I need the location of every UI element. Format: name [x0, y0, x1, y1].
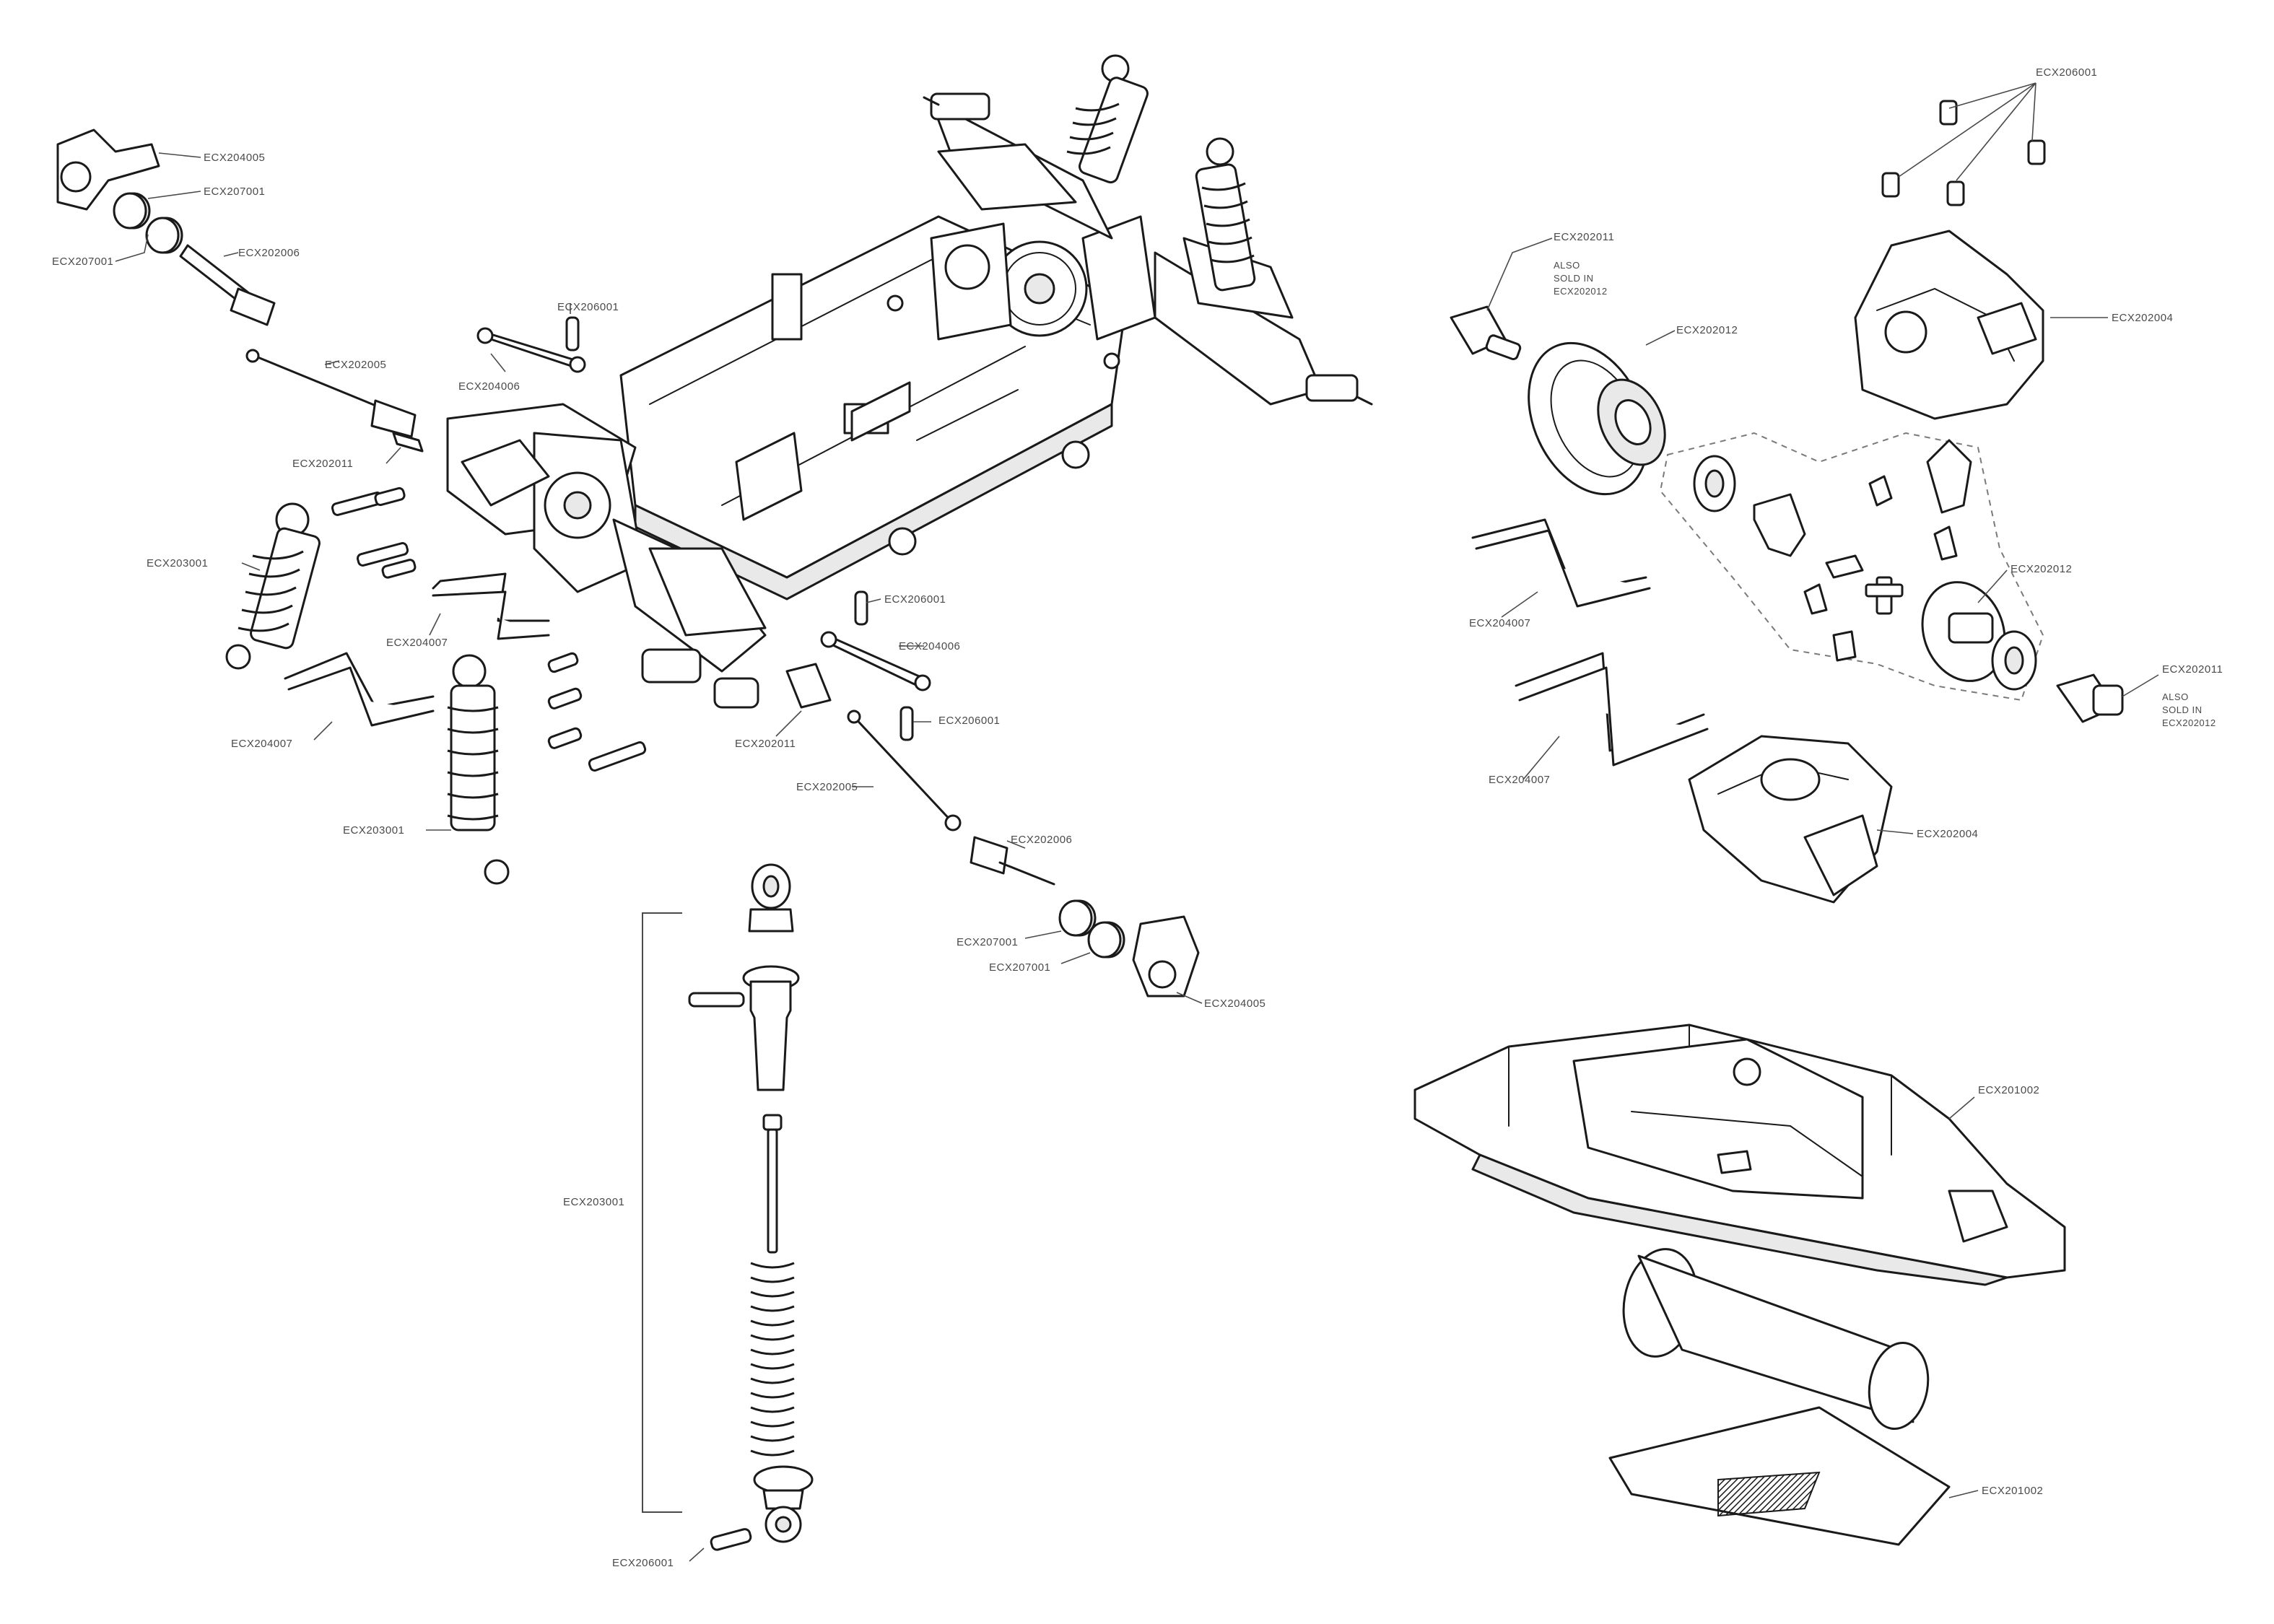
label-ecx202012-b: ECX202012 — [2011, 563, 2072, 575]
rear-gearbox-assembly — [930, 215, 1156, 341]
label-ecx202005-b: ECX202005 — [796, 781, 858, 793]
leader-lines — [115, 152, 2159, 1562]
diff-cover-upper — [1854, 230, 2044, 420]
label-ecx202004-a: ECX202004 — [2112, 312, 2173, 324]
label-ecx202011-d-note1: ALSO — [2162, 691, 2189, 702]
diff-internals-group — [1659, 432, 2044, 702]
label-ecx202012-a: ECX202012 — [1676, 324, 1738, 336]
rear-driveshaft-right — [785, 663, 1200, 997]
label-ecx204005-a: ECX204005 — [204, 152, 265, 164]
ring-gear — [1528, 341, 1666, 496]
label-ecx203001-b: ECX203001 — [343, 824, 404, 837]
outdrive-top — [1450, 305, 1522, 361]
label-ecx202011-d-note2: SOLD IN — [2162, 704, 2203, 715]
front-shock-left-lower — [447, 654, 510, 885]
rear-shock-right — [1195, 137, 1256, 292]
front-left-hub-group — [56, 128, 276, 326]
front-driveshaft-left — [245, 349, 424, 453]
turnbuckle-links — [476, 327, 931, 691]
part-labels: ECX204005 ECX207001 ECX207001 ECX202006 … — [52, 66, 2223, 1569]
label-ecx202011-b: ECX202011 — [735, 738, 796, 750]
label-ecx204007-d: ECX204007 — [1489, 774, 1550, 786]
label-ecx207001-a: ECX207001 — [204, 185, 265, 198]
label-ecx206001-a: ECX206001 — [557, 301, 619, 313]
exploded-shock — [642, 863, 814, 1551]
label-ecx202011-d: ECX202011 — [2162, 663, 2223, 676]
sway-bar-left-lower — [284, 652, 435, 727]
sway-bar-right-lower — [1515, 652, 1709, 767]
label-ecx202011-c: ECX202011 — [1554, 231, 1614, 243]
diff-screws — [1881, 82, 2046, 206]
label-ecx202011-c-note1: ALSO — [1554, 260, 1580, 271]
front-bulkhead-assembly — [446, 403, 767, 709]
label-ecx202006-a: ECX202006 — [238, 247, 300, 259]
label-ecx201002-b: ECX201002 — [1982, 1485, 2043, 1497]
label-ecx206001-b: ECX206001 — [884, 593, 946, 606]
sway-bar-right-upper — [1471, 518, 1651, 608]
label-ecx204005-b: ECX204005 — [1204, 997, 1265, 1010]
label-ecx202011-a: ECX202011 — [292, 458, 353, 470]
label-ecx203001-c: ECX203001 — [563, 1196, 624, 1208]
label-ecx207001-d: ECX207001 — [989, 961, 1050, 974]
main-chassis-assembly — [446, 54, 1373, 709]
lower-chassis-plate — [1413, 1023, 2066, 1286]
label-ecx202004-b: ECX202004 — [1917, 828, 1978, 840]
sway-bar-left-upper — [432, 572, 550, 640]
label-ecx203001-a: ECX203001 — [147, 557, 208, 569]
outdrive-lower-right — [2056, 673, 2124, 723]
label-ecx202006-b: ECX202006 — [1011, 834, 1072, 846]
diff-case-lower — [1688, 735, 1893, 904]
battery-tube — [1622, 1248, 1930, 1430]
label-ecx206001-c: ECX206001 — [938, 715, 1000, 727]
label-ecx204006-a: ECX204006 — [458, 380, 520, 393]
label-ecx207001-b: ECX207001 — [52, 256, 113, 268]
label-ecx204007-c: ECX204007 — [1469, 617, 1530, 629]
label-ecx202011-c-note2: SOLD IN — [1554, 273, 1594, 284]
label-ecx206001-e: ECX206001 — [2036, 66, 2097, 79]
rear-shock-left — [1066, 54, 1149, 184]
label-ecx206001-d: ECX206001 — [612, 1557, 674, 1569]
front-shock-left-upper — [225, 502, 321, 670]
battery-tray-plate — [1608, 1406, 1951, 1546]
label-ecx201002-a: ECX201002 — [1978, 1084, 2039, 1096]
label-ecx204006-b: ECX204006 — [899, 640, 960, 652]
label-ecx204007-a: ECX204007 — [386, 637, 448, 649]
label-ecx202011-d-note3: ECX202012 — [2162, 717, 2216, 728]
label-ecx207001-c: ECX207001 — [957, 936, 1018, 948]
label-ecx202005-a: ECX202005 — [325, 359, 386, 371]
left-screws-and-pins — [331, 316, 914, 772]
label-ecx202011-c-note3: ECX202012 — [1554, 286, 1608, 297]
label-ecx204007-b: ECX204007 — [231, 738, 292, 750]
